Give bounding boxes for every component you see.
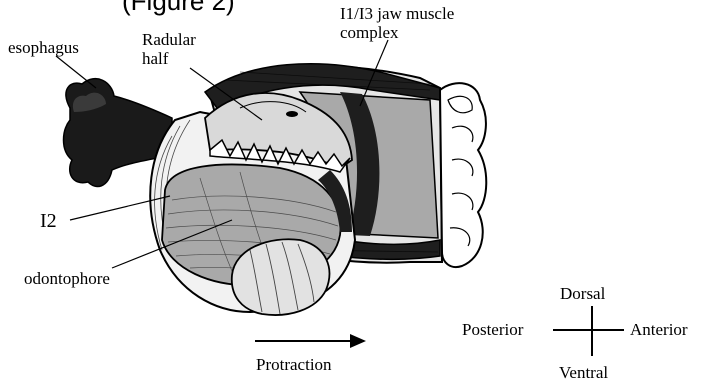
label-jaw-line1: I1/I3 jaw muscle (340, 4, 454, 23)
label-anterior: Anterior (630, 320, 688, 339)
label-posterior: Posterior (462, 320, 524, 339)
label-radular-line2: half (142, 49, 169, 68)
label-jaw-line2: complex (340, 23, 399, 42)
protraction-arrow (255, 334, 366, 348)
odontophore (162, 164, 341, 315)
label-odontophore: odontophore (24, 269, 110, 288)
label-protraction: Protraction (256, 355, 332, 374)
label-radular-line1: Radular (142, 30, 196, 49)
anterior-lips (440, 83, 486, 267)
label-dorsal: Dorsal (560, 284, 606, 303)
label-ventral: Ventral (559, 363, 608, 382)
caption-fragment: (Figure 2) (122, 0, 235, 16)
label-esophagus: esophagus (8, 38, 79, 57)
orientation-cross (553, 306, 624, 356)
label-i2: I2 (40, 210, 57, 232)
